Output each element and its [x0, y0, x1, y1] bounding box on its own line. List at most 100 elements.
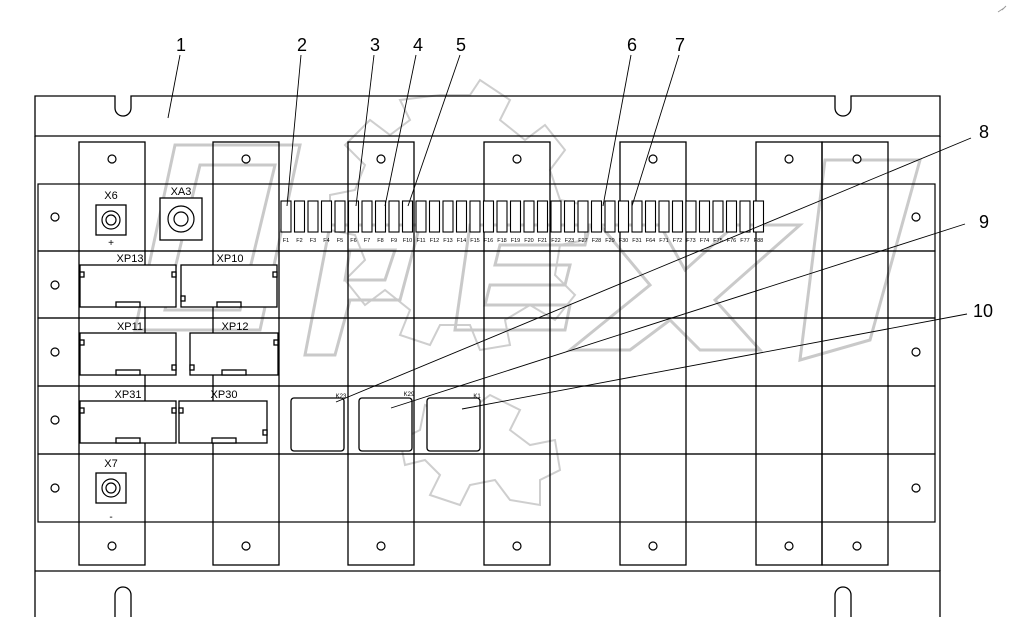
fuse-f18 [496, 200, 508, 233]
fuse-f31 [631, 200, 643, 233]
relays [290, 397, 481, 452]
mounting-holes [50, 154, 921, 551]
fuse-label: F5 [337, 238, 343, 244]
k23-label: K23 [336, 394, 347, 400]
fuse-label: F14 [457, 238, 466, 244]
callout-7: 7 [675, 35, 685, 55]
fuse-f15 [469, 200, 481, 233]
xp10-label: XP10 [217, 253, 244, 265]
fuse-label: F72 [673, 238, 682, 244]
x7-label: X7 [104, 458, 117, 470]
fuse-f10 [401, 200, 414, 233]
fuse-f1 [280, 200, 292, 233]
callout-9: 9 [979, 212, 989, 232]
fuse-f13 [442, 200, 454, 233]
fuse-label: F28 [592, 238, 601, 244]
xp30-label: XP30 [211, 389, 238, 401]
terminal-x6: X6 + [95, 190, 127, 249]
fuse-label: F9 [391, 238, 397, 244]
fuse-label: F4 [323, 238, 329, 244]
connector-xp13 [79, 264, 177, 308]
fuse-f71 [658, 200, 670, 233]
panel-frame [34, 95, 941, 617]
fuse-label: F8 [377, 238, 383, 244]
fuse-label: F19 [511, 238, 520, 244]
relay-labels: K23 K29 K1 [336, 392, 482, 400]
fuse-label: F64 [646, 238, 655, 244]
k29-label: K29 [404, 392, 415, 398]
fuse-f14 [455, 200, 468, 233]
xp12-label: XP12 [222, 321, 249, 333]
fuse-f22 [550, 200, 562, 233]
fuse-label: F74 [700, 238, 709, 244]
terminal-x7: X7 - [95, 458, 127, 523]
fuse-f64 [644, 200, 657, 233]
terminal-xa3: XA3 [159, 186, 203, 241]
fuse-f75 [712, 200, 724, 233]
relay-k23 [290, 397, 345, 452]
callout-8: 8 [979, 122, 989, 142]
fuse-label: F10 [403, 238, 412, 244]
fuse-f3 [307, 200, 319, 233]
fuse-label: F7 [364, 238, 370, 244]
fuse-f7 [361, 200, 373, 233]
callout-5: 5 [456, 35, 466, 55]
fuse-label: F88 [754, 238, 763, 244]
fuse-f73 [685, 200, 697, 233]
fuse-label: F21 [538, 238, 547, 244]
xp11-label: XP11 [117, 321, 143, 333]
fuse-label: F30 [619, 238, 628, 244]
watermark [133, 78, 922, 507]
fuse-f11 [415, 200, 427, 233]
fuse-f21 [536, 200, 549, 233]
fuse-f74 [698, 200, 711, 233]
fuse-label: F3 [310, 238, 316, 244]
fuse-f23 [563, 200, 576, 233]
fuse-label: F6 [350, 238, 356, 244]
fuse-f19 [509, 200, 522, 233]
fuse-label: F1 [283, 238, 289, 244]
fuse-f72 [671, 200, 684, 233]
callout-numbers: 1 2 3 4 5 6 7 8 9 10 [176, 35, 993, 321]
fuse-label: F27 [578, 238, 587, 244]
xa3-label: XA3 [171, 186, 192, 198]
x6-sign: + [108, 238, 114, 249]
fuse-f12 [428, 200, 441, 233]
callout-6: 6 [627, 35, 637, 55]
fuse-f2 [293, 200, 306, 233]
x6-label: X6 [104, 190, 117, 202]
fuse-f29 [604, 200, 616, 233]
fuse-f6 [347, 200, 360, 233]
callout-2: 2 [297, 35, 307, 55]
fuse-label: F11 [416, 238, 425, 244]
fuse-label: F31 [632, 238, 641, 244]
connector-xp30 [178, 400, 268, 444]
connector-xp11 [79, 332, 177, 376]
fuse-label: F76 [727, 238, 736, 244]
relay-k29 [358, 397, 413, 452]
fuse-f8 [374, 200, 387, 233]
connector-xp12 [189, 332, 279, 376]
fuse-label: F75 [713, 238, 722, 244]
fuse-label: F73 [686, 238, 695, 244]
callout-1: 1 [176, 35, 186, 55]
fuse-f77 [739, 200, 751, 233]
callout-10: 10 [973, 301, 993, 321]
fuse-f30 [617, 200, 630, 233]
fuse-f88 [752, 200, 765, 233]
fuse-f28 [590, 200, 603, 233]
fuse-f20 [523, 200, 535, 233]
fuse-label: F29 [605, 238, 614, 244]
fuse-label: F20 [524, 238, 533, 244]
xp31-label: XP31 [115, 389, 142, 401]
fuse-f5 [334, 200, 346, 233]
connector-labels: XP13 XP10 XP11 XP12 XP31 XP30 [115, 253, 249, 401]
fuse-label: F13 [443, 238, 452, 244]
din-rails [37, 183, 936, 523]
fuse-f16 [482, 200, 495, 233]
leader-lines [167, 54, 972, 410]
fuse-label: F18 [497, 238, 506, 244]
callout-3: 3 [370, 35, 380, 55]
fuse-f9 [388, 200, 400, 233]
